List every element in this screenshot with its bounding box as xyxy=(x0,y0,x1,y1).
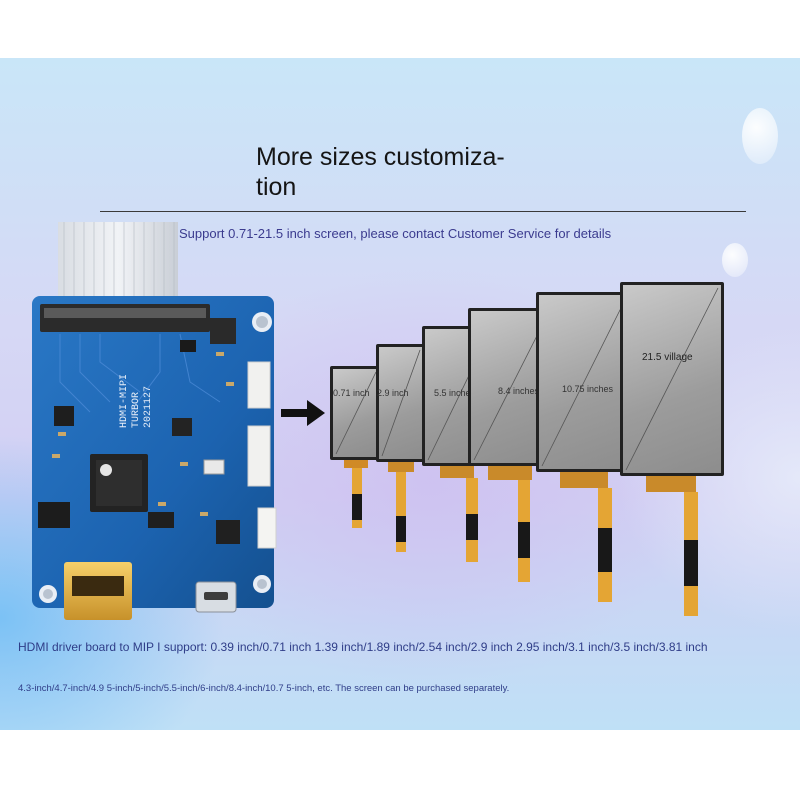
supported-sizes-caption-line-1: HDMI driver board to MIP I support: 0.39… xyxy=(18,640,708,654)
screen-label: 21.5 village xyxy=(642,352,693,363)
supported-sizes-caption-line-2: 4.3-inch/4.7-inch/4.9 5-inch/5-inch/5.5-… xyxy=(18,683,510,694)
screen-label: 0.71 inch xyxy=(333,388,370,398)
decorative-bubble xyxy=(722,243,748,277)
screen-21-5-inch: 21.5 village xyxy=(620,282,724,618)
screen-2-9-inch: 2.9 inch xyxy=(376,344,426,556)
title-divider xyxy=(100,211,746,212)
decorative-bubble xyxy=(742,108,778,164)
board-silkscreen-line-1: HDMI-MIPI xyxy=(119,374,130,428)
screen-10-75-inch: 10.75 inches xyxy=(536,292,632,608)
board-silkscreen-line-3: 2021127 xyxy=(143,386,154,428)
page-subtitle: Support 0.71-21.5 inch screen, please co… xyxy=(179,226,612,241)
page-title: More sizes customiza- tion xyxy=(256,142,586,202)
screen-0-71-inch: 0.71 inch xyxy=(330,366,382,556)
arrow-right-icon xyxy=(281,400,325,426)
title-line-2: tion xyxy=(256,173,297,201)
screen-label: 5.5 inches xyxy=(434,388,476,398)
board-silkscreen-line-2: TURBOR xyxy=(131,392,142,428)
hdmi-driver-board-image: HDMI-MIPI TURBOR 2021127 xyxy=(32,222,277,620)
screen-label: 10.75 inches xyxy=(562,384,614,394)
screen-label: 8.4 inches xyxy=(498,386,540,396)
screen-label: 2.9 inch xyxy=(377,388,409,398)
title-line-1: More sizes customiza- xyxy=(256,143,505,171)
